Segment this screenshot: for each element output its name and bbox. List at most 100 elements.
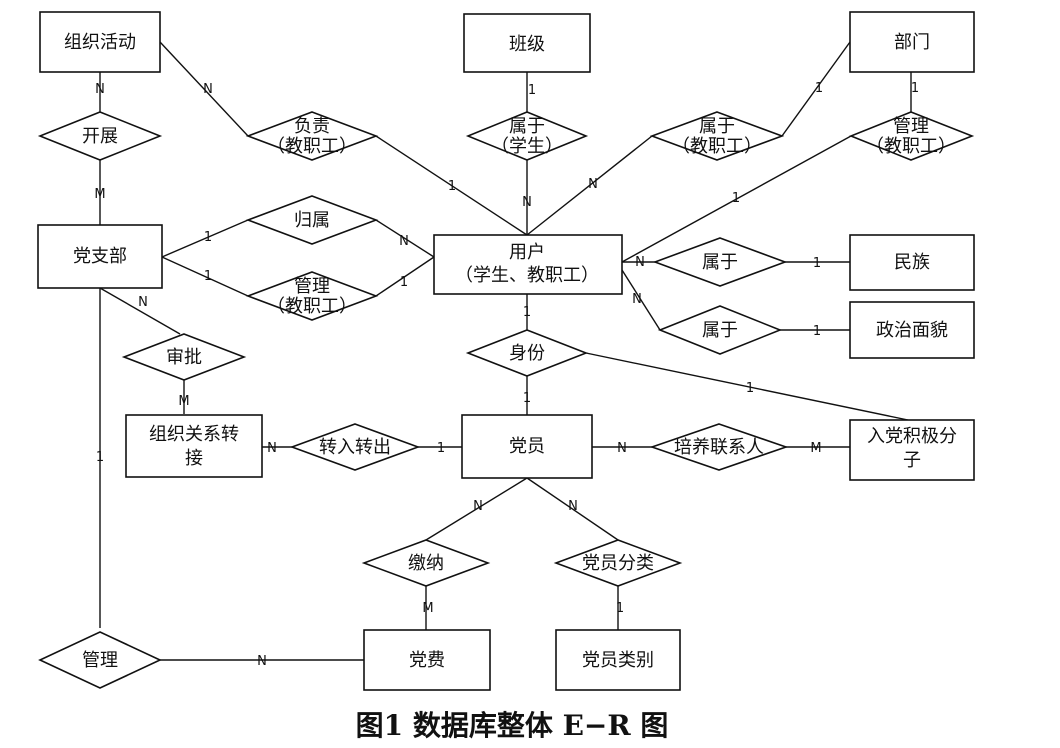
cardinality-label: N xyxy=(568,499,578,514)
relationship-label: 开展 xyxy=(82,126,118,147)
relationship-label: 管理 xyxy=(82,650,118,671)
entity-label: （学生、教职工） xyxy=(455,265,599,286)
relationship-pay: 缴纳 xyxy=(361,539,491,587)
relationship-responsible: 负责 （教职工） xyxy=(245,111,379,161)
entity-member-category: 党员类别 xyxy=(555,629,681,691)
cardinality-label: 1 xyxy=(96,450,104,465)
entity-label: 入党积极分 xyxy=(867,426,957,447)
relationship-label: 缴纳 xyxy=(408,553,444,574)
relationship-label: （教职工） xyxy=(267,296,357,317)
entity-label: 党费 xyxy=(409,650,445,671)
relationship-transfer-in-out: 转入转出 xyxy=(289,423,421,471)
relationship-label: （学生） xyxy=(491,136,563,157)
relationship-label: 属于 xyxy=(509,116,545,137)
entity-label: 党支部 xyxy=(73,246,127,267)
cardinality-label: 1 xyxy=(204,230,212,245)
entity-org-transfer: 组织关系转 接 xyxy=(125,414,263,478)
entity-activist: 入党积极分 子 xyxy=(849,419,975,481)
cardinality-label: 1 xyxy=(448,179,456,194)
entity-user: 用户 （学生、教职工） xyxy=(433,234,623,295)
cardinality-label: N xyxy=(635,255,645,270)
relationship-label: 属于 xyxy=(702,320,738,341)
relationship-manage-fee: 管理 xyxy=(38,631,162,689)
cardinality-label: 1 xyxy=(813,324,821,339)
relationship-label: 培养联系人 xyxy=(674,437,764,458)
cardinality-label: M xyxy=(178,394,189,409)
cardinality-label: N xyxy=(522,195,532,210)
relationship-belong-student: 属于 （学生） xyxy=(465,111,589,161)
cardinality-label: 1 xyxy=(616,601,624,616)
connector-lines xyxy=(99,41,912,661)
relationship-belong-branch: 归属 xyxy=(245,195,379,245)
entity-party-member: 党员 xyxy=(461,414,593,479)
cardinality-labels: N M N 1 1 N 1 N 1 1 1 N 1 1 N 1 N 1 N M … xyxy=(94,81,919,669)
entity-label: 政治面貌 xyxy=(876,320,948,341)
relationship-label: 属于 xyxy=(702,252,738,273)
cardinality-label: 1 xyxy=(911,81,919,96)
relationship-label: 审批 xyxy=(166,347,202,368)
relationship-label: 管理 xyxy=(893,116,929,137)
entity-party-branch: 党支部 xyxy=(37,224,163,289)
relationship-approve: 审批 xyxy=(121,333,247,381)
entity-label: 部门 xyxy=(894,32,930,53)
entity-org-activity: 组织活动 xyxy=(39,11,161,73)
relationship-classify: 党员分类 xyxy=(553,539,683,587)
cardinality-label: 1 xyxy=(732,191,740,206)
cardinality-label: N xyxy=(473,499,483,514)
cardinality-label: N xyxy=(203,82,213,97)
entity-label: 用户 xyxy=(509,242,545,263)
entity-label: 民族 xyxy=(894,252,930,273)
figure-caption: 图1 数据库整体 E−R 图 xyxy=(356,709,669,742)
cardinality-label: 1 xyxy=(746,381,754,396)
cardinality-label: N xyxy=(617,441,627,456)
relationship-manage-dept: 管理 （教职工） xyxy=(848,111,975,161)
cardinality-label: N xyxy=(399,234,409,249)
relationship-label: （教职工） xyxy=(672,136,762,157)
cardinality-label: N xyxy=(588,177,598,192)
relationship-label: 转入转出 xyxy=(319,437,391,458)
relationship-label: 属于 xyxy=(699,116,735,137)
cardinality-label: M xyxy=(94,187,105,202)
relationship-contact-person: 培养联系人 xyxy=(649,423,789,471)
relationship-label: 归属 xyxy=(294,210,330,231)
entity-class: 班级 xyxy=(463,13,591,73)
cardinality-label: 1 xyxy=(400,275,408,290)
entity-ethnicity: 民族 xyxy=(849,234,975,291)
cardinality-label: 1 xyxy=(437,441,445,456)
cardinality-label: 1 xyxy=(528,83,536,98)
cardinality-label: 1 xyxy=(204,269,212,284)
cardinality-label: 1 xyxy=(815,81,823,96)
relationship-carry-out: 开展 xyxy=(37,111,163,161)
relationship-belong-ethnicity: 属于 xyxy=(652,237,788,287)
cardinality-label: N xyxy=(257,654,267,669)
relationship-label: 党员分类 xyxy=(582,553,654,574)
relationship-manage-branch: 管理 （教职工） xyxy=(245,271,379,321)
cardinality-label: 1 xyxy=(523,305,531,320)
relationship-label: 管理 xyxy=(294,276,330,297)
relationship-belong-political: 属于 xyxy=(657,305,783,355)
entity-label: 组织活动 xyxy=(64,32,136,53)
cardinality-label: M xyxy=(422,601,433,616)
cardinality-label: 1 xyxy=(813,256,821,271)
cardinality-label: M xyxy=(810,441,821,456)
entity-label: 班级 xyxy=(509,34,545,55)
cardinality-label: N xyxy=(267,441,277,456)
entity-political-status: 政治面貌 xyxy=(849,301,975,359)
entity-party-fee: 党费 xyxy=(363,629,491,691)
relationship-label: （教职工） xyxy=(267,136,357,157)
entity-label: 子 xyxy=(903,450,921,471)
relationship-label: 身份 xyxy=(509,343,545,364)
entity-label: 党员 xyxy=(509,436,545,457)
relationship-label: （教职工） xyxy=(866,136,956,157)
relationship-belong-staff: 属于 （教职工） xyxy=(649,111,785,161)
entity-department: 部门 xyxy=(849,11,975,73)
entity-label: 接 xyxy=(185,448,203,469)
relationship-identity: 身份 xyxy=(465,329,589,377)
cardinality-label: N xyxy=(632,292,642,307)
relationship-label: 负责 xyxy=(294,116,330,137)
cardinality-label: N xyxy=(95,82,105,97)
cardinality-label: N xyxy=(138,295,148,310)
cardinality-label: 1 xyxy=(523,391,531,406)
entity-label: 党员类别 xyxy=(582,650,654,671)
